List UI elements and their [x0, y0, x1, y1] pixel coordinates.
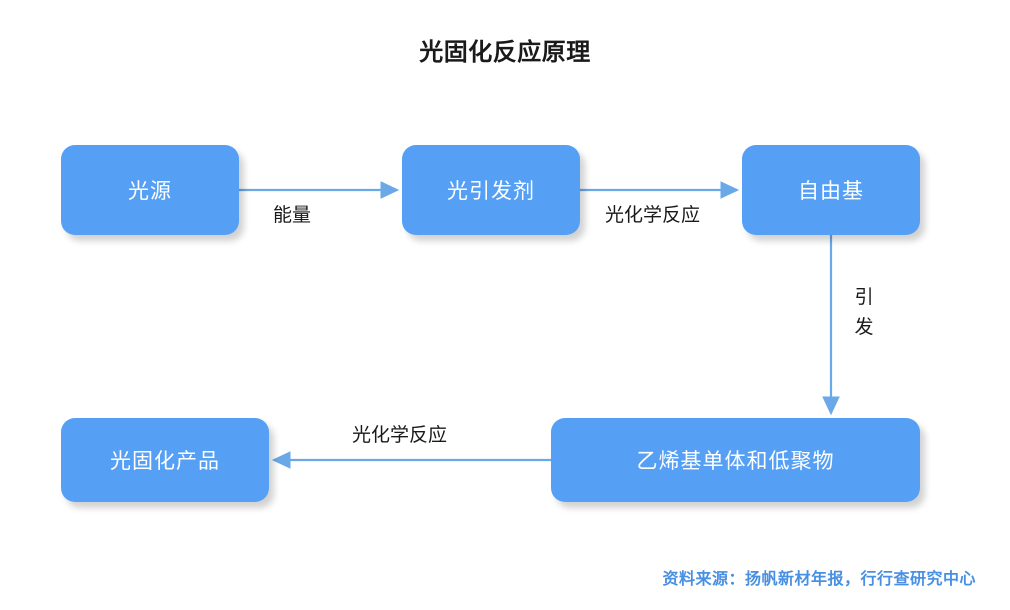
page-title: 光固化反应原理	[419, 39, 591, 66]
node-radical-label: 自由基	[798, 180, 864, 203]
node-light-source-label: 光源	[128, 180, 172, 203]
source-note: 资料来源：扬帆新材年报，行行查研究中心	[662, 571, 976, 588]
node-light-source[interactable]: 光源	[61, 145, 239, 235]
node-monomer-label: 乙烯基单体和低聚物	[636, 450, 835, 473]
edge-label-photochem-bottom: 光化学反应	[352, 425, 448, 446]
node-product[interactable]: 光固化产品	[61, 418, 269, 502]
edge-label-photochem-top: 光化学反应	[605, 205, 701, 226]
node-monomer[interactable]: 乙烯基单体和低聚物	[551, 418, 920, 502]
edge-label-init: 引发	[854, 287, 874, 338]
node-initiator-label: 光引发剂	[447, 180, 535, 203]
node-radical[interactable]: 自由基	[742, 145, 920, 235]
edge-label-energy: 能量	[273, 205, 312, 226]
node-product-label: 光固化产品	[110, 450, 220, 473]
node-initiator[interactable]: 光引发剂	[402, 145, 580, 235]
